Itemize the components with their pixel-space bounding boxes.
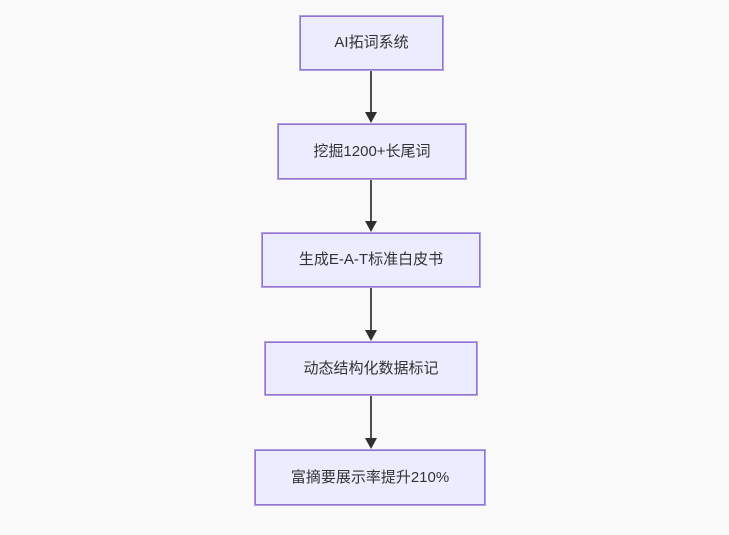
flow-node-rich-snippet-result: 富摘要展示率提升210%: [254, 449, 486, 506]
arrow-line: [370, 180, 372, 222]
arrow-line: [370, 288, 372, 331]
flow-arrow-3: [364, 288, 378, 341]
flow-arrow-2: [364, 180, 378, 232]
flow-node-label: AI拓词系统: [334, 34, 409, 51]
flow-node-ai-keyword-system: AI拓词系统: [299, 15, 444, 71]
flow-arrow-4: [364, 396, 378, 449]
flow-node-label: 富摘要展示率提升210%: [290, 468, 450, 486]
flow-node-structured-data-markup: 动态结构化数据标记: [264, 341, 478, 396]
flow-node-label: 挖掘1200+长尾词: [313, 142, 431, 160]
flow-node-longtail-mining: 挖掘1200+长尾词: [277, 123, 467, 180]
flow-arrow-1: [364, 71, 378, 123]
arrow-down-icon: [365, 438, 377, 449]
flow-node-label: 生成E-A-T标准白皮书: [298, 251, 444, 268]
arrow-down-icon: [365, 112, 377, 123]
arrow-line: [370, 396, 372, 439]
flow-node-label: 动态结构化数据标记: [303, 359, 439, 377]
arrow-down-icon: [365, 330, 377, 341]
flow-node-eat-whitepaper: 生成E-A-T标准白皮书: [261, 232, 481, 288]
arrow-down-icon: [365, 221, 377, 232]
arrow-line: [370, 71, 372, 113]
